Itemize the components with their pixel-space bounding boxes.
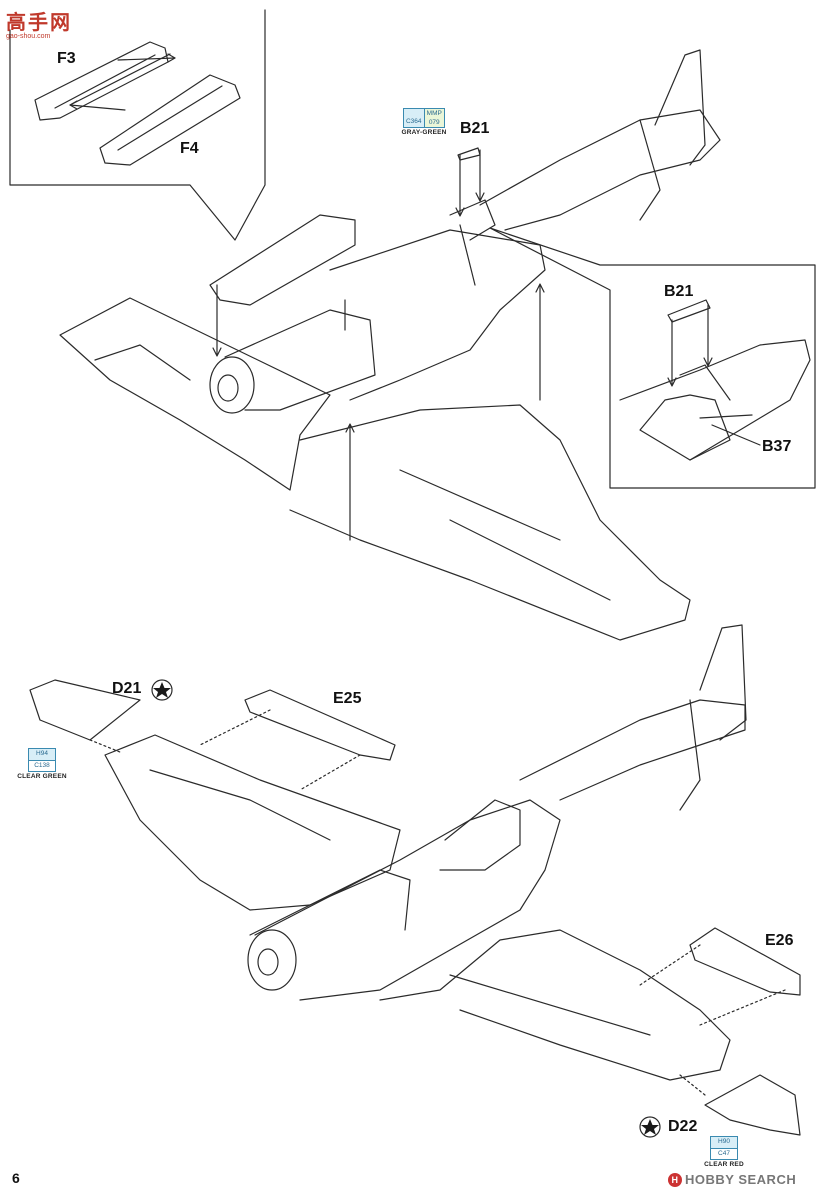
paint-code-bottom: C138 <box>29 760 55 771</box>
paint-clear-green: H94 C138 CLEAR GREEN <box>10 748 74 780</box>
inset-frame-cowling <box>9 9 266 241</box>
part-e26-shape <box>689 927 801 996</box>
paint-code-top: H90 <box>711 1137 737 1149</box>
page-number: 6 <box>12 1170 20 1186</box>
paint-chip: H90 C47 <box>710 1136 738 1160</box>
paint-code-left: C364 <box>404 109 425 127</box>
insignia-d21 <box>151 679 173 701</box>
paint-name: CLEAR GREEN <box>17 773 67 780</box>
part-d21-shape <box>29 679 141 741</box>
paint-code-bottom-right: 079 <box>428 119 440 126</box>
paint-name: GRAY-GREEN <box>401 129 447 136</box>
paint-chip: C364 MMP 079 <box>403 108 445 128</box>
label-e25: E25 <box>333 690 362 707</box>
label-b21-inset: B21 <box>664 283 694 300</box>
watermark-chars: 高手网 <box>6 10 72 34</box>
paint-clear-red: H90 C47 CLEAR RED <box>696 1136 752 1168</box>
label-f3: F3 <box>57 50 76 67</box>
label-d21: D21 <box>112 680 142 697</box>
paint-name: CLEAR RED <box>704 1161 744 1168</box>
paint-code-top-right: MMP <box>426 110 442 117</box>
paint-code-bottom: C47 <box>711 1148 737 1159</box>
label-b37: B37 <box>762 438 792 455</box>
label-d22: D22 <box>668 1118 698 1135</box>
insignia-d22 <box>639 1116 661 1138</box>
paint-gray-green: C364 MMP 079 GRAY-GREEN <box>392 108 456 136</box>
part-f4-shape <box>99 74 241 166</box>
watermark-logo: 高手网 gao-shou.com <box>6 6 86 40</box>
label-f4: F4 <box>180 140 199 157</box>
paint-chip: H94 C138 <box>28 748 56 772</box>
label-e26: E26 <box>765 932 794 949</box>
inset-frame-cockpit <box>489 227 816 489</box>
label-b21-main: B21 <box>460 120 490 137</box>
part-d22-shape <box>704 1074 801 1136</box>
cowling-part <box>209 214 356 306</box>
hobby-search-logo-icon: H <box>668 1173 682 1187</box>
paint-code-top: H94 <box>29 749 55 761</box>
watermark-bottom-text: HOBBY SEARCH <box>685 1172 797 1187</box>
part-e25-shape <box>244 689 396 761</box>
watermark-url: gao-shou.com <box>6 33 51 40</box>
